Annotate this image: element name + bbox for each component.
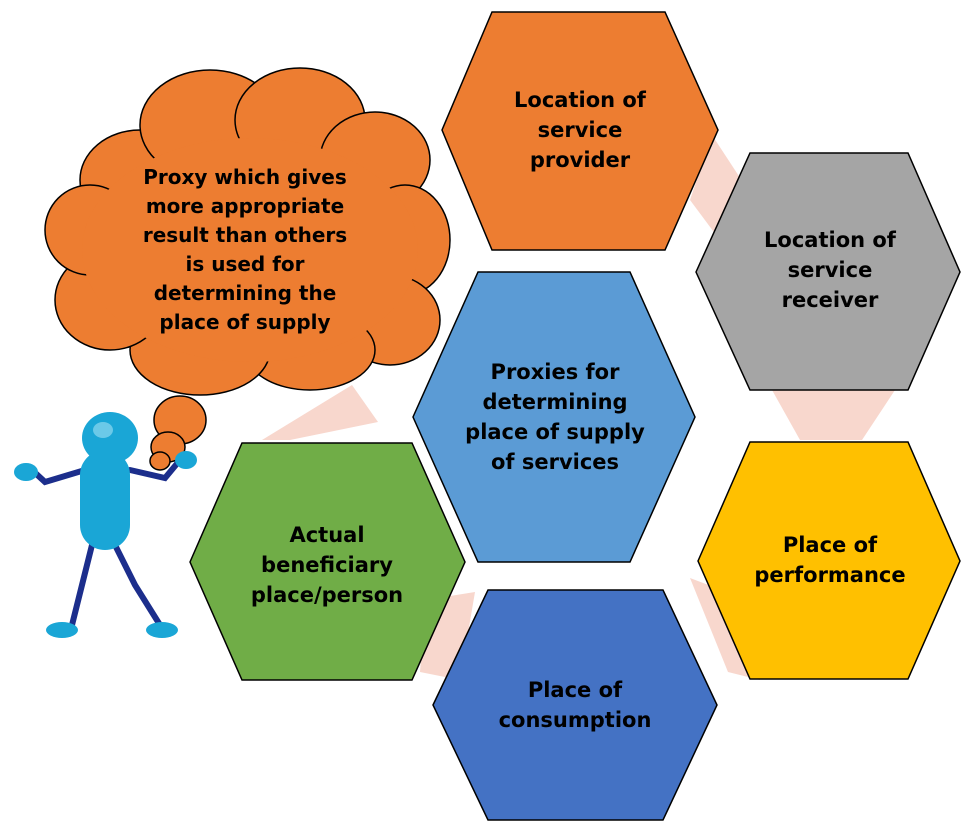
provider-label: Location of service provider [514,88,646,172]
figure-right-arm [127,457,183,482]
consumption-label: Place of consumption [498,678,652,732]
hexagon-beneficiary [189,442,466,681]
hexagon-consumption [432,589,718,821]
figure-head [82,412,138,464]
figure-left-hand [14,463,38,481]
thought-bubble-text: Proxy which gives more appropriate resul… [142,165,348,334]
figure-left-leg [69,542,95,628]
center-label: Proxies for determining place of supply … [465,360,645,474]
connector-receiver-performance [772,390,895,440]
figure-left-foot [46,622,78,638]
hexagon-provider [441,11,719,251]
stick-figure [14,412,197,638]
performance-label: Place of performance [754,533,906,587]
receiver-label: Location of service receiver [764,228,896,312]
figure-right-hand [175,451,197,469]
thought-dot-small [149,451,171,471]
thought-bubble [44,67,451,471]
figure-right-foot [146,622,178,638]
connector-beneficiary-provider [262,385,378,440]
beneficiary-label: Actual beneficiary place/person [250,523,404,607]
figure-body [80,450,130,550]
hexagon-receiver [695,152,961,391]
figure-left-arm [29,467,88,486]
figure-right-leg [112,542,163,628]
hexagon-center [412,271,696,563]
hexagon-performance [697,441,961,680]
